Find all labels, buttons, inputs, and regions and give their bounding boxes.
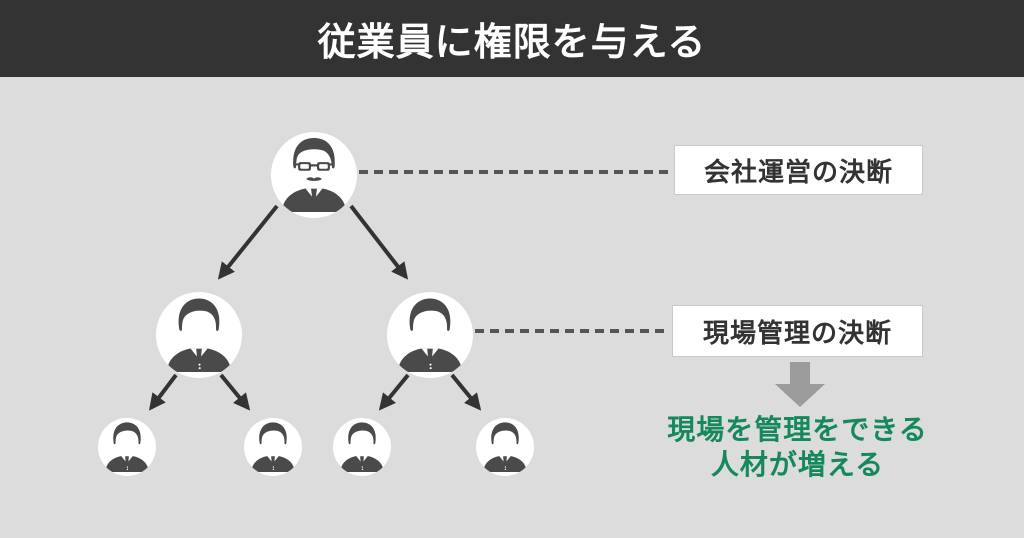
callout-company-decision-label: 会社運営の決断 (703, 156, 893, 187)
page-title: 従業員に権限を与える (317, 22, 707, 64)
outcome-line-2: 人材が増える (710, 449, 885, 480)
org-node-staff-4 (476, 418, 534, 476)
arrow-left-manager-to-staff1 (148, 373, 178, 411)
manager-icon (387, 292, 473, 378)
title-bar: 従業員に権限を与える (0, 0, 1024, 77)
staff-icon (333, 418, 391, 476)
org-node-manager-right (387, 292, 473, 378)
org-node-president (271, 132, 357, 218)
arrow-president-to-left-manager (217, 204, 279, 280)
manager-icon (156, 292, 242, 378)
org-node-staff-3 (333, 418, 391, 476)
callout-site-decision-label: 現場管理の決断 (702, 317, 892, 348)
down-block-arrow-icon (775, 362, 825, 407)
callout-site-decision: 現場管理の決断 (672, 305, 923, 357)
staff-icon (98, 418, 156, 476)
arrow-president-to-right-manager (349, 204, 409, 280)
callout-company-decision: 会社運営の決断 (674, 145, 923, 195)
org-node-manager-left (156, 292, 242, 378)
org-node-staff-2 (244, 418, 302, 476)
boss-icon (271, 132, 357, 218)
staff-icon (244, 418, 302, 476)
outcome-line-1: 現場を管理をできる (667, 414, 928, 445)
arrow-left-manager-to-staff2 (219, 373, 251, 411)
arrow-right-manager-to-staff4 (450, 373, 482, 411)
arrow-right-manager-to-staff3 (378, 373, 410, 411)
org-node-staff-1 (98, 418, 156, 476)
staff-icon (476, 418, 534, 476)
outcome-text: 現場を管理をできる 人材が増える (645, 412, 950, 482)
